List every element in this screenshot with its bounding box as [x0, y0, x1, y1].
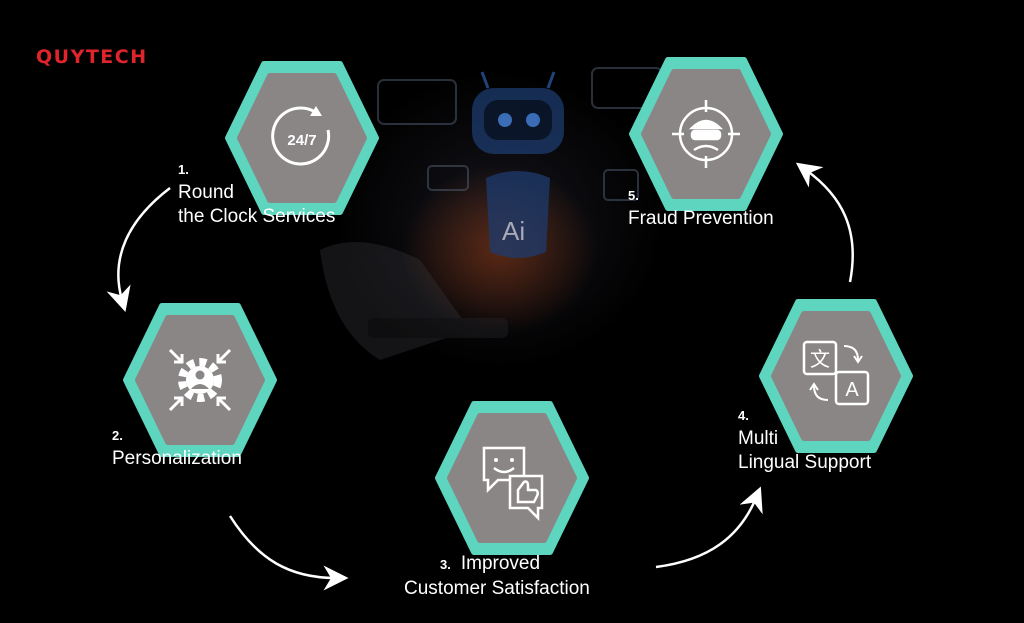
- step-1-label: 1. Round the Clock Services: [178, 162, 335, 229]
- fraud-target-icon: [672, 100, 740, 168]
- step-5-number: 5.: [628, 188, 639, 203]
- step-4-title-line1: Multi: [738, 428, 779, 449]
- step-5-hexagon: [628, 54, 784, 214]
- step-2-label: 2. Personalization: [112, 428, 242, 471]
- bg-chat-bubble: [427, 165, 469, 191]
- step-3-title-line2: Customer Satisfaction: [404, 578, 590, 599]
- bg-robot-eye: [526, 113, 540, 127]
- arrow-step1-to-step2: [106, 187, 171, 313]
- step-4-hexagon: 文 A: [758, 296, 914, 456]
- 24-7-clock-icon: 24/7: [271, 106, 331, 166]
- step-5-title-line1: Fraud Prevention: [628, 208, 774, 229]
- bg-robot-body: [486, 171, 550, 258]
- bg-robot-ai-badge: Ai: [502, 216, 525, 246]
- arrow-step3-to-step4: [655, 486, 763, 569]
- bg-robot-eye: [498, 113, 512, 127]
- step-4-title-line2: Lingual Support: [738, 452, 872, 473]
- step-1-title-line2: the Clock Services: [178, 206, 336, 227]
- bg-chat-bubble: [603, 169, 639, 201]
- step-4-number: 4.: [738, 408, 749, 423]
- step-4-label: 4. Multi Lingual Support: [738, 408, 871, 475]
- bg-hand: [320, 242, 470, 360]
- step-3-label: 3. Improved Customer Satisfaction: [404, 552, 590, 601]
- step-1-hexagon: 24/7: [224, 58, 380, 218]
- bg-chat-bubble: [377, 79, 457, 125]
- svg-text:24/7: 24/7: [287, 132, 316, 149]
- step-3-hexagon: [434, 398, 590, 558]
- svg-text:A: A: [845, 379, 859, 401]
- svg-text:文: 文: [810, 347, 830, 371]
- step-2-number: 2.: [112, 428, 123, 443]
- arrow-step4-to-step5: [795, 162, 854, 283]
- bg-phone: [368, 318, 508, 338]
- step-1-number: 1.: [178, 162, 189, 177]
- user-gear-icon: [168, 348, 232, 412]
- step-3-number: 3.: [440, 557, 451, 572]
- step-2-title-line1: Personalization: [112, 448, 242, 469]
- step-3-title-line1: Improved: [460, 553, 541, 574]
- step-2-hexagon: [122, 300, 278, 460]
- arrow-step2-to-step3: [228, 515, 349, 591]
- quytech-logo: QUYTECH: [36, 46, 148, 68]
- translate-icon: 文 A: [802, 340, 870, 406]
- bg-robot-face: [484, 100, 552, 140]
- step-5-label: 5. Fraud Prevention: [628, 188, 774, 231]
- step-1-title-line1: Round: [178, 182, 234, 203]
- chat-thumbs-up-icon: [482, 446, 544, 522]
